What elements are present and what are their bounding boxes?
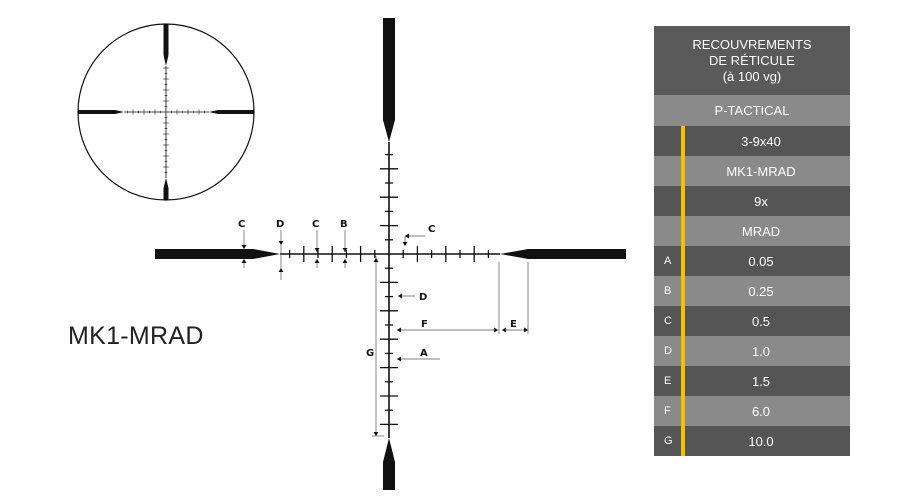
arrow-down — [342, 248, 348, 252]
magnification-value: 9x — [754, 193, 768, 209]
reticle-row: MK1-MRAD — [654, 156, 850, 186]
row-letter: F — [664, 405, 671, 417]
arrow-up — [342, 259, 348, 263]
label-d-vertical: D — [419, 292, 427, 303]
arrow-left — [405, 233, 409, 239]
arrow-up — [278, 268, 284, 272]
right-post — [500, 249, 626, 259]
table-row: E 1.5 — [654, 366, 850, 396]
row-value: 0.5 — [751, 313, 771, 329]
arrow-right — [524, 327, 528, 333]
row-value: 0.25 — [748, 283, 774, 299]
row-value: 10.0 — [748, 433, 774, 449]
row-letter: E — [664, 375, 672, 387]
reticle-subtension-table: RECOUVREMENTS DE RÉTICULE (à 100 vg) P-T… — [654, 26, 850, 456]
label-e: E — [510, 319, 517, 330]
label-c-left: C — [238, 219, 245, 230]
arrow-down — [241, 245, 247, 249]
model-value: 3-9x40 — [741, 133, 781, 149]
row-value: 6.0 — [751, 403, 771, 419]
table-row: C 0.5 — [654, 306, 850, 336]
table-row: A 0.05 — [654, 246, 850, 276]
header-line-3: (à 100 vg) — [722, 68, 782, 84]
row-value: 0.05 — [748, 253, 774, 269]
table-row: F 6.0 — [654, 396, 850, 426]
label-c-right: C — [428, 224, 435, 235]
row-letter: G — [664, 435, 673, 447]
left-post — [155, 249, 280, 259]
reticle-name-title: MK1-MRAD — [68, 322, 204, 350]
header-line-2: DE RÉTICULE — [709, 52, 795, 68]
inset-bottom-post — [163, 178, 169, 200]
scope-view-inset — [77, 23, 255, 201]
arrow-down — [402, 242, 408, 246]
row-letter: A — [664, 255, 672, 267]
top-post — [383, 18, 395, 142]
dimension-labels: C D C B C D F E G A — [238, 219, 517, 359]
label-g: G — [366, 348, 374, 359]
arrow-up — [373, 258, 379, 262]
reticle-diagram: C D C B C D F E G A — [77, 18, 626, 490]
product-name: P-TACTICAL — [714, 103, 790, 118]
arrow-left — [502, 327, 506, 333]
arrow-right — [494, 327, 498, 333]
unit-row: MRAD — [654, 216, 850, 246]
bottom-post — [383, 438, 395, 490]
dimension-arrows — [241, 233, 528, 436]
arrow-left — [397, 327, 401, 333]
arrow-down — [373, 432, 379, 436]
table-row: D 1.0 — [654, 336, 850, 366]
label-c-mid: C — [312, 219, 319, 230]
inset-reticle — [78, 24, 254, 200]
dimension-annotations — [243, 230, 529, 437]
product-row: P-TACTICAL — [654, 95, 850, 126]
accent-bar — [681, 126, 685, 456]
unit-value: MRAD — [741, 223, 781, 239]
row-value: 1.5 — [751, 373, 771, 389]
arrow-left — [397, 356, 401, 362]
model-row: 3-9x40 — [654, 126, 850, 156]
table-header: RECOUVREMENTS DE RÉTICULE (à 100 vg) — [654, 26, 850, 95]
row-letter: D — [664, 345, 672, 357]
inset-left-post — [78, 110, 124, 114]
row-letter: C — [664, 315, 672, 327]
arrow-left — [398, 293, 402, 299]
magnification-row: 9x — [654, 186, 850, 216]
inset-top-post — [163, 24, 169, 66]
main-reticle — [155, 18, 626, 490]
inset-right-post — [209, 110, 254, 114]
row-letter: B — [664, 285, 672, 297]
header-line-1: RECOUVREMENTS — [692, 36, 812, 52]
reticle-value: MK1-MRAD — [726, 163, 796, 179]
table-row: G 10.0 — [654, 426, 850, 456]
arrow-up — [241, 259, 247, 263]
label-a: A — [420, 348, 428, 359]
label-b: B — [340, 219, 348, 230]
label-d-left: D — [276, 219, 284, 230]
arrow-down — [278, 241, 284, 245]
table-row: B 0.25 — [654, 276, 850, 306]
label-f: F — [421, 319, 428, 330]
arrow-up — [314, 259, 320, 263]
arrow-down — [314, 248, 320, 252]
row-value: 1.0 — [751, 343, 771, 359]
